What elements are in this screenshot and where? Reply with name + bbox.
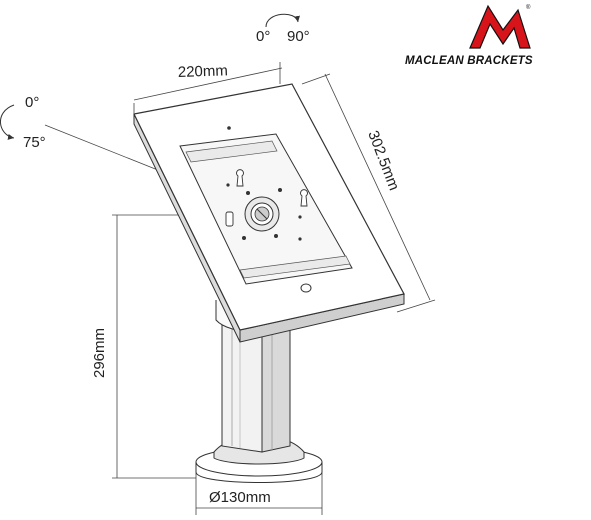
tablet-enclosure [133,83,405,343]
home-button-hole [300,283,312,293]
rotation-end-label: 90° [287,28,310,45]
keyhole-slot-right [300,189,308,207]
stand-base [195,436,323,483]
logo-registered-mark: ® [526,4,531,11]
width-label: 220mm [178,62,229,81]
width-dimension: 220mm [133,62,283,113]
base-diameter-label: Ø130mm [209,489,271,506]
height-label: 302.5mm [364,128,402,192]
width-dimension-line [133,67,283,101]
tilt-start-label: 0° [25,94,39,111]
height-dimension-line [324,73,431,301]
lock-mount [244,196,280,232]
side-slot [225,211,234,227]
rotation-indicator: 0° 90° [256,13,310,45]
stand-height-dimension: 296mm [91,214,222,479]
logo-wordmark: MACLEAN BRACKETS [405,55,533,67]
rotation-start-label: 0° [256,28,270,45]
top-screw-hole [227,126,231,130]
keyhole-slot-left [236,169,244,187]
logo-m-mark [469,4,531,49]
tilt-end-label: 75° [23,134,46,151]
stand-height-label: 296mm [91,328,108,378]
base-diameter-dimension: Ø130mm [195,468,323,515]
brand-logo: ® MACLEAN BRACKETS [405,4,533,67]
